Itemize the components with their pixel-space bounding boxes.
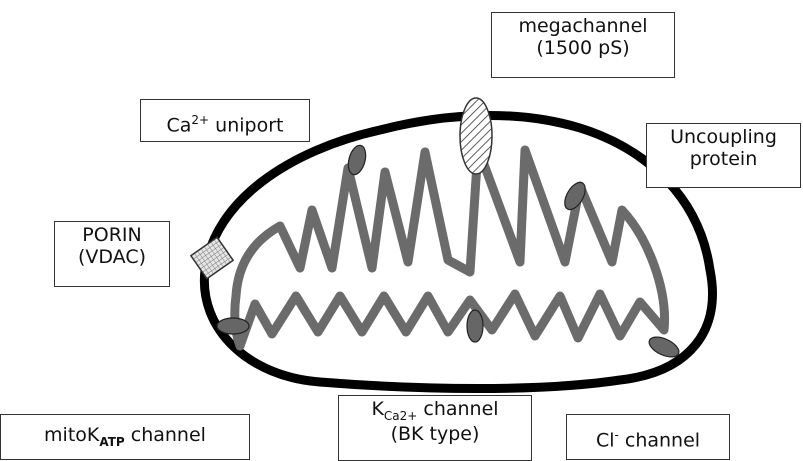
- cl-channel-label: Cl- channel: [566, 414, 730, 460]
- mitokatp-suffix: channel: [125, 424, 206, 446]
- mitokatp-channel-label: mitoKATP channel: [0, 414, 250, 460]
- ca-uniport-label: Ca2+ uniport: [140, 99, 310, 142]
- ca-uniport-prefix: Ca: [167, 114, 192, 136]
- cl-suffix: channel: [619, 429, 700, 451]
- inner-membrane: [235, 148, 665, 346]
- megachannel-line2: (1500 pS): [498, 38, 668, 60]
- porin-line2: (VDAC): [61, 247, 163, 269]
- kca-line2: (BK type): [345, 424, 525, 446]
- cl-prefix: Cl: [596, 429, 615, 451]
- uncoupling-line1: Uncoupling: [653, 127, 794, 149]
- kca-prefix: K: [371, 398, 383, 420]
- megachannel-line1: megachannel: [498, 16, 668, 38]
- porin-icon: [191, 237, 233, 278]
- mitokatp-prefix: mitoK: [44, 424, 99, 446]
- uncoupling-protein-label: Uncoupling protein: [646, 123, 801, 188]
- uncoupling-line2: protein: [653, 149, 794, 171]
- kca-sub: Ca2+: [384, 409, 417, 423]
- outer-membrane: [204, 115, 712, 388]
- ca-uniport-sup: 2+: [191, 113, 209, 127]
- mitokatp-channel-icon: [217, 318, 249, 334]
- mitokatp-sub: ATP: [99, 435, 124, 449]
- kca-suffix: channel: [417, 398, 498, 420]
- megachannel-icon: [460, 98, 492, 174]
- porin-line1: PORIN: [61, 225, 163, 247]
- megachannel-label: megachannel (1500 pS): [491, 12, 675, 78]
- porin-label: PORIN (VDAC): [54, 221, 170, 287]
- ca-uniport-suffix: uniport: [209, 114, 283, 136]
- kca-channel-icon: [467, 310, 483, 342]
- kca-channel-label: KCa2+ channel (BK type): [338, 395, 532, 461]
